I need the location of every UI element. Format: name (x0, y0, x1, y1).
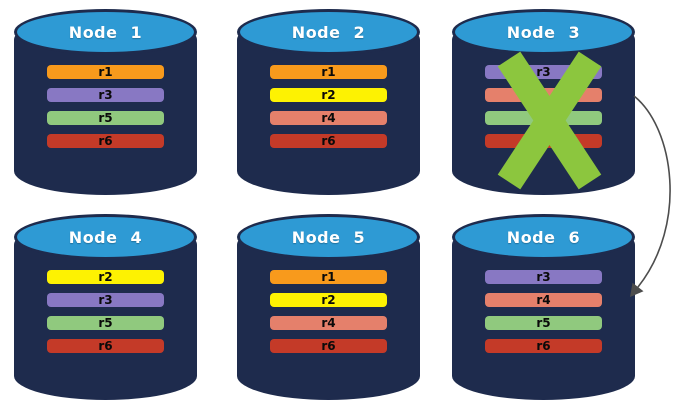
replica-label: r6 (98, 134, 113, 148)
replica-bar: r6 (485, 339, 602, 353)
db-node: Node 3 r3 (452, 9, 635, 195)
node-title: Node 1 (68, 22, 143, 42)
replica-label: r4 (536, 293, 551, 307)
replica-bar: r4 (270, 111, 387, 125)
replica-bar: r3 (47, 88, 164, 102)
db-node: Node 4 r2 r3 r5 r6 (14, 214, 197, 400)
replica-label: r5 (536, 316, 551, 330)
replica-label: r2 (321, 293, 336, 307)
replica-bar: r5 (485, 316, 602, 330)
replica-label: r6 (321, 134, 336, 148)
replica-bar: r1 (47, 65, 164, 79)
replica-bar: r1 (270, 65, 387, 79)
replica-label: r3 (536, 65, 551, 79)
cylinder-top: Node 5 (237, 214, 420, 260)
db-node: Node 1 r1 r3 r5 r6 (14, 9, 197, 195)
replica-list: r1 r3 r5 r6 (47, 65, 164, 148)
cylinder-top: Node 4 (14, 214, 197, 260)
replica-label: r1 (98, 65, 113, 79)
db-node: Node 6 r3 r4 r5 r6 (452, 214, 635, 400)
replica-list: r2 r3 r5 r6 (47, 270, 164, 353)
replica-bar: r1 (270, 270, 387, 284)
replica-bar: r3 (47, 293, 164, 307)
replica-list: r1 r2 r4 r6 (270, 270, 387, 353)
failover-arrow-line (633, 95, 671, 288)
replica-label: r3 (536, 270, 551, 284)
replica-bar: r5 (47, 111, 164, 125)
replica-bar: r6 (270, 134, 387, 148)
replica-list: r1 r2 r4 r6 (270, 65, 387, 148)
node-title: Node 3 (506, 22, 581, 42)
replica-label: r6 (98, 339, 113, 353)
replica-bar: r4 (485, 293, 602, 307)
replica-label: r2 (321, 88, 336, 102)
node-title: Node 2 (291, 22, 366, 42)
cylinder-top: Node 6 (452, 214, 635, 260)
replica-bar: r2 (270, 88, 387, 102)
replica-bar: r5 (47, 316, 164, 330)
replica-bar: r2 (270, 293, 387, 307)
replica-label: r2 (98, 270, 113, 284)
node-title: Node 4 (68, 227, 143, 247)
replica-label: r1 (321, 270, 336, 284)
replica-label: r6 (536, 339, 551, 353)
cylinder-top: Node 2 (237, 9, 420, 55)
replica-bar: r6 (270, 339, 387, 353)
replica-bar: r4 (270, 316, 387, 330)
replica-label: r5 (98, 111, 113, 125)
replica-bar: r3 (485, 270, 602, 284)
replica-label: r3 (98, 293, 113, 307)
replica-list: r3 r4 r5 r6 (485, 270, 602, 353)
replica-bar: r2 (47, 270, 164, 284)
replica-label: r5 (98, 316, 113, 330)
node-title: Node 6 (506, 227, 581, 247)
cylinder-top: Node 1 (14, 9, 197, 55)
replica-label: r1 (321, 65, 336, 79)
replica-bar: r6 (47, 134, 164, 148)
db-node: Node 5 r1 r2 r4 r6 (237, 214, 420, 400)
replica-bar: r6 (47, 339, 164, 353)
replica-label: r4 (321, 316, 336, 330)
replica-label: r3 (98, 88, 113, 102)
cylinder-top: Node 3 (452, 9, 635, 55)
db-node: Node 2 r1 r2 r4 r6 (237, 9, 420, 195)
node-title: Node 5 (291, 227, 366, 247)
replica-label: r4 (321, 111, 336, 125)
replica-label: r6 (321, 339, 336, 353)
failed-node-x-icon (497, 51, 602, 190)
